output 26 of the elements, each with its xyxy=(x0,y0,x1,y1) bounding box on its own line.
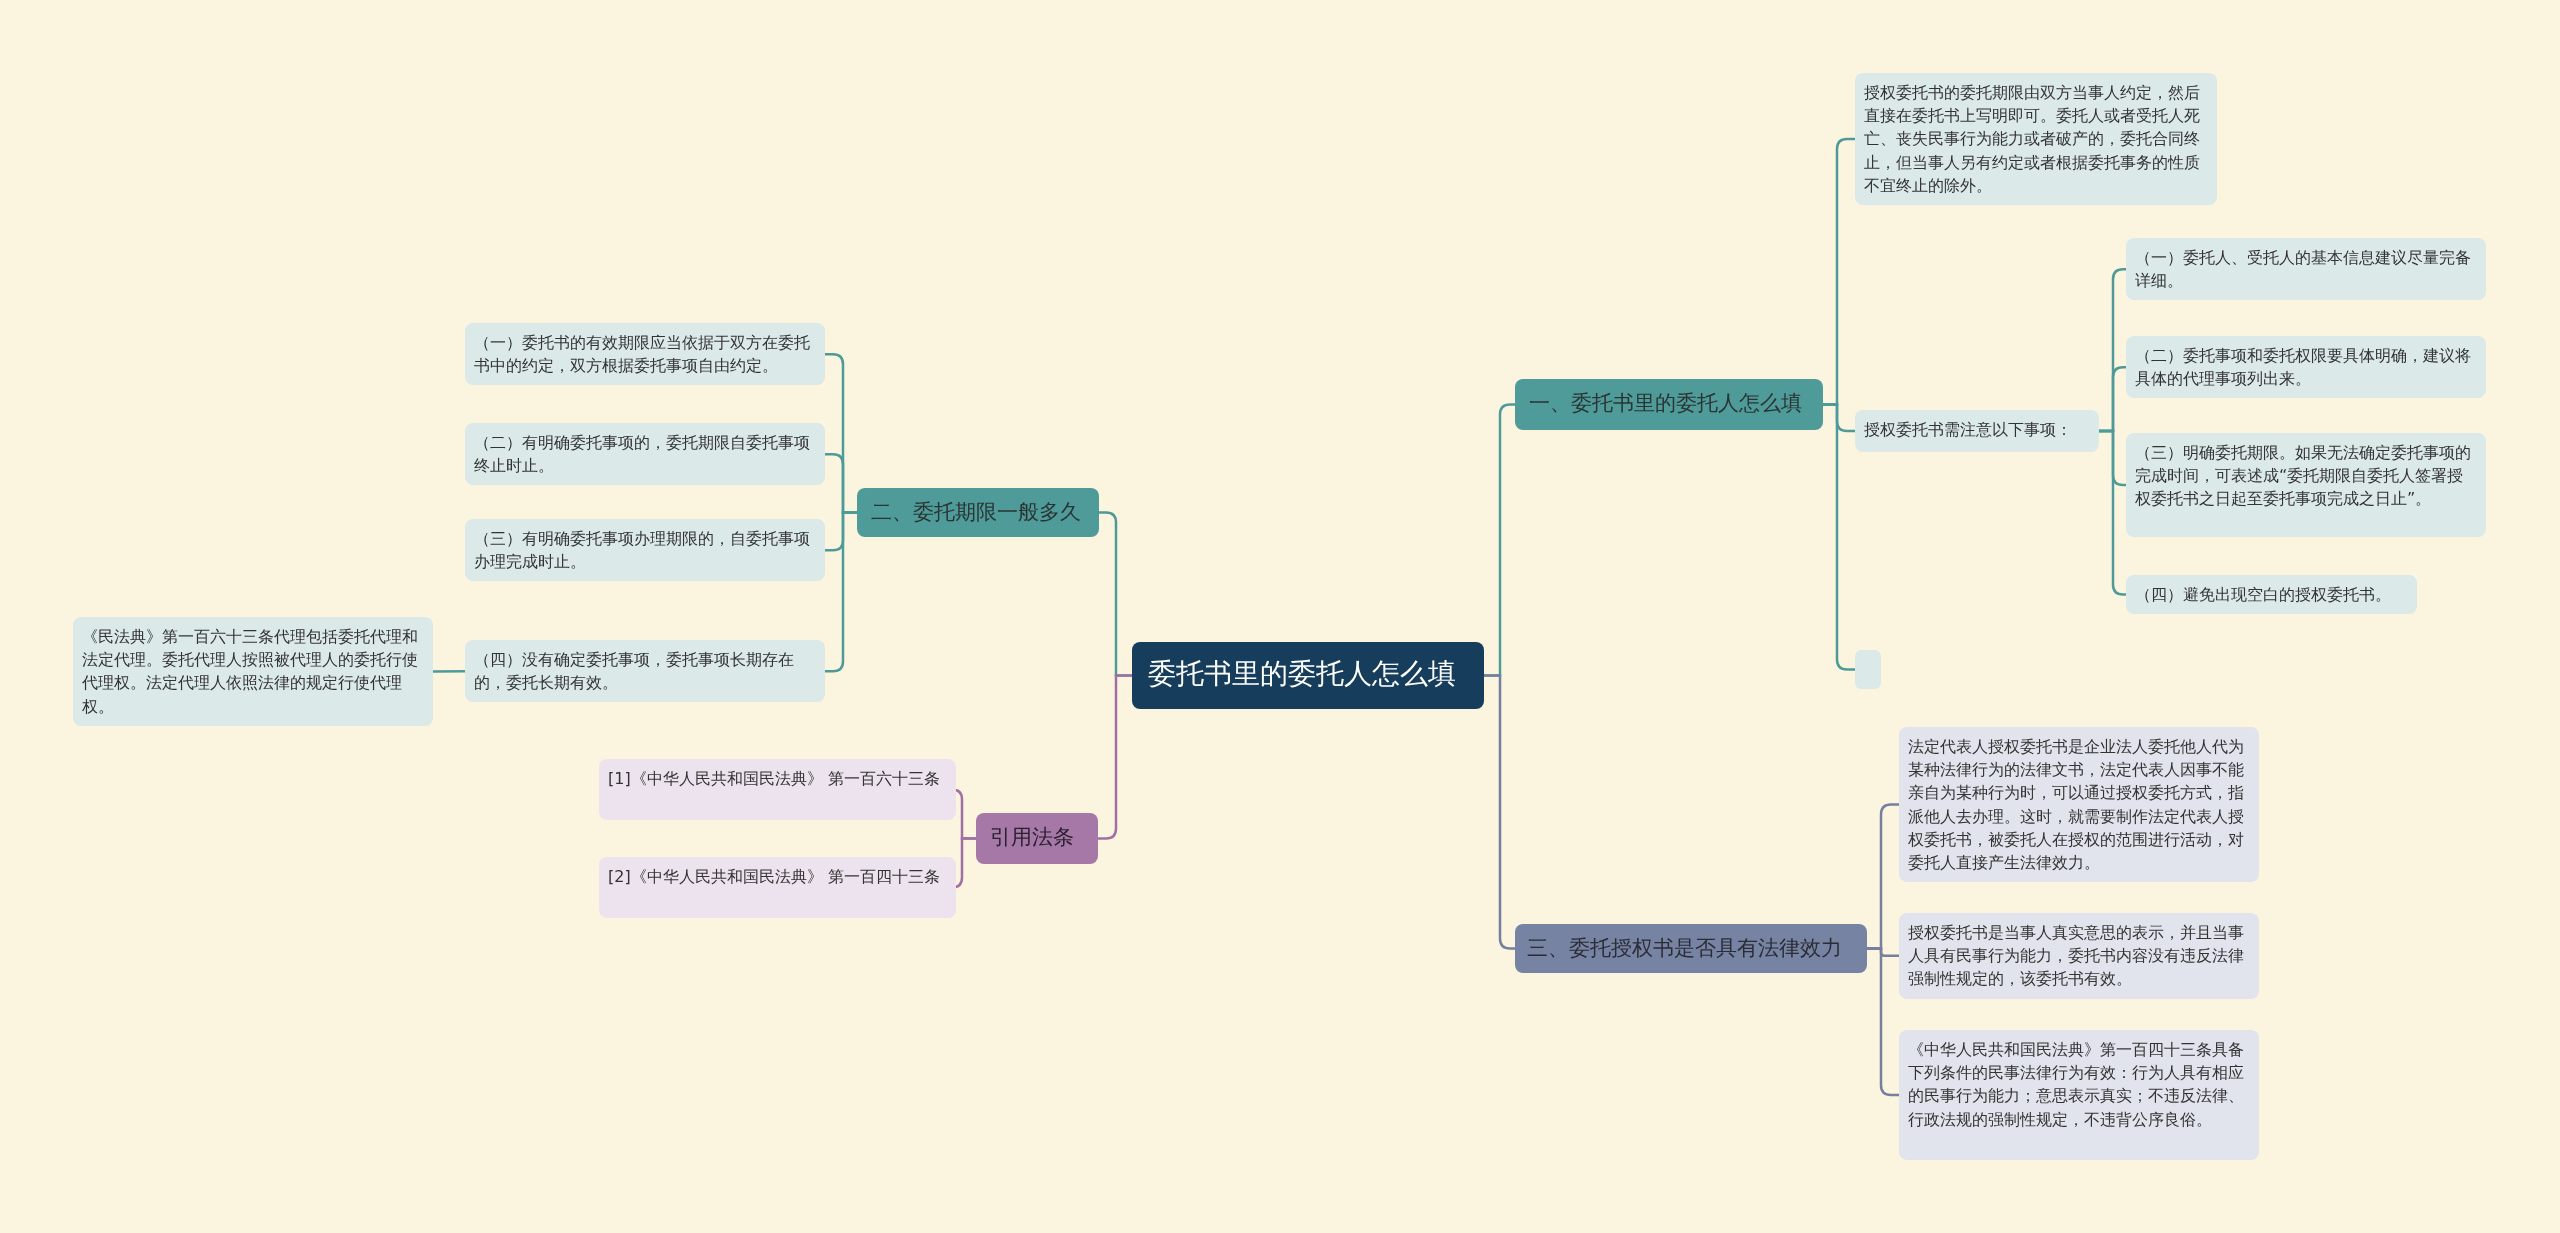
central-topic-box: 委托书里的委托人怎么填 xyxy=(1132,642,1484,709)
leaf-topic-box: 法定代表人授权委托书是企业法人委托他人代为某种法律行为的法律文书，法定代表人因事不能亲自为某种行为时，可以通过授权委托方式，指派他人去办理。这时，就需要制作法定代表人授权委托书，被委托人在授权的范围进行活动，对委托人直接产生法律效力。 xyxy=(1899,727,2259,883)
connector-line xyxy=(1098,674,1132,840)
leaf-topic-box: （四）避免出现空白的授权委托书。 xyxy=(2126,575,2417,615)
leaf-topic-box: （一）委托书的有效期限应当依据于双方在委托书中的约定，双方根据委托事项自由约定。 xyxy=(465,323,825,386)
leaf-topic-box: （三）有明确委托事项办理期限的，自委托事项办理完成时止。 xyxy=(465,519,825,582)
leaf-topic-box: 《中华人民共和国民法典》第一百四十三条具备下列条件的民事法律行为有效：行为人具有相应的民事行为能力；意思表示真实；不违反法律、行政法规的强制性规定，不违背公序良俗。 xyxy=(1899,1030,2259,1160)
leaf-topic-box: 《民法典》第一百六十三条代理包括委托代理和法定代理。委托代理人按照被代理人的委托行使代理权。法定代理人依照法律的规定行使代理权。 xyxy=(73,617,433,726)
branch-topic-box: 三、委托授权书是否具有法律效力 xyxy=(1515,924,1867,973)
leaf-topic-box: [2]《中华人民共和国民法典》 第一百四十三条 xyxy=(599,857,956,918)
leaf-topic-box: （二）有明确委托事项的，委托期限自委托事项终止时止。 xyxy=(465,423,825,486)
leaf-topic-box: 授权委托书是当事人真实意思的表示，并且当事人具有民事行为能力，委托书内容没有违反法律强制性规定的，该委托书有效。 xyxy=(1899,913,2259,999)
empty-topic-box xyxy=(1855,650,1881,689)
leaf-topic-box: 授权委托书需注意以下事项： xyxy=(1855,410,2099,452)
leaf-topic-box: [1]《中华人民共和国民法典》 第一百六十三条 xyxy=(599,759,956,820)
leaf-topic-box: （三）明确委托期限。如果无法确定委托事项的完成时间，可表述成“委托期限自委托人签署授权委托书之日起至委托事项完成之日止”。 xyxy=(2126,433,2486,537)
leaf-topic-box: （二）委托事项和委托权限要具体明确，建议将具体的代理事项列出来。 xyxy=(2126,336,2486,399)
branch-topic-box: 引用法条 xyxy=(976,813,1098,864)
leaf-topic-box: 授权委托书的委托期限由双方当事人约定，然后直接在委托书上写明即可。委托人或者受托人死亡、丧失民事行为能力或者破产的，委托合同终止，但当事人另有约定或者根据委托事务的性质不宜终止的除外。 xyxy=(1855,73,2217,205)
connector-line xyxy=(1867,947,1899,1097)
leaf-topic-box: （一）委托人、受托人的基本信息建议尽量完备详细。 xyxy=(2126,238,2486,301)
connector-line xyxy=(433,669,465,673)
branch-topic-box: 一、委托书里的委托人怎么填 xyxy=(1515,379,1823,430)
leaf-topic-box: （四）没有确定委托事项，委托事项长期存在的，委托长期有效。 xyxy=(465,640,825,703)
branch-topic-box: 二、委托期限一般多久 xyxy=(857,488,1099,537)
connector-line xyxy=(2099,429,2126,596)
